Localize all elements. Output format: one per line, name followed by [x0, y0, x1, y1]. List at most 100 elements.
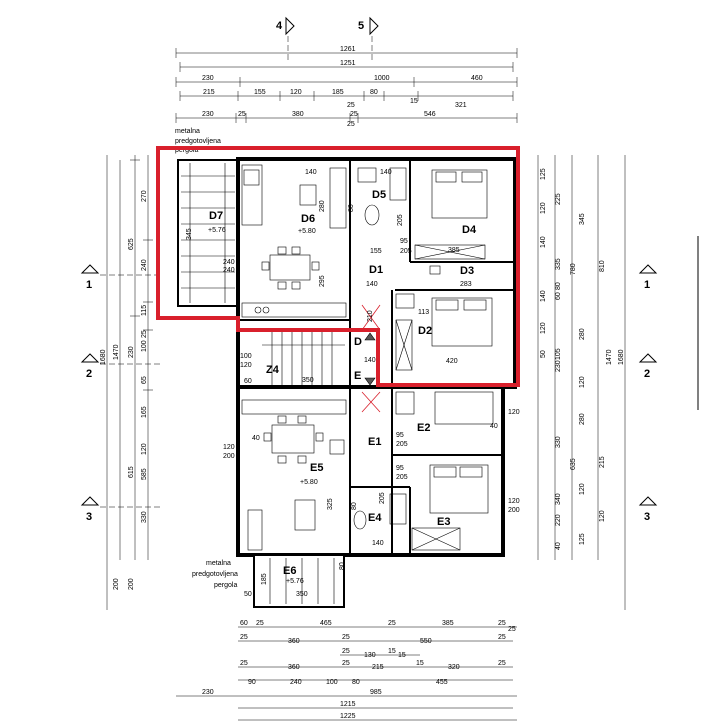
svg-text:95: 95: [396, 465, 404, 472]
svg-text:115: 115: [141, 305, 148, 316]
svg-text:205: 205: [379, 492, 386, 504]
axis-marker-right-2: 2: [638, 353, 658, 380]
svg-text:50: 50: [244, 591, 252, 598]
svg-text:215: 215: [599, 456, 606, 468]
svg-text:120: 120: [540, 322, 547, 334]
svg-text:3: 3: [86, 511, 92, 523]
svg-text:280: 280: [579, 328, 586, 340]
svg-text:125: 125: [579, 533, 586, 545]
svg-text:325: 325: [327, 498, 334, 510]
svg-text:455: 455: [436, 679, 448, 686]
svg-text:1470: 1470: [113, 344, 120, 360]
svg-text:25: 25: [141, 330, 148, 338]
svg-text:270: 270: [141, 190, 148, 202]
svg-text:1680: 1680: [618, 349, 625, 365]
svg-text:1251: 1251: [340, 60, 356, 67]
axis-marker-right-1: 1: [638, 264, 658, 291]
left-dimension-chains: 1680 1470 270 625 240 115 25 100 230 65 …: [100, 155, 153, 610]
svg-text:240: 240: [223, 259, 235, 266]
svg-text:120: 120: [141, 443, 148, 455]
right-dimension-chains: 1680 1470 125 225 345 120 140 335 780 81…: [537, 155, 626, 610]
svg-text:60: 60: [555, 292, 562, 300]
svg-text:200: 200: [508, 507, 520, 514]
svg-text:65: 65: [141, 376, 148, 384]
svg-text:25: 25: [256, 620, 264, 627]
svg-text:25: 25: [347, 121, 355, 128]
level-e5: +5.80: [300, 479, 318, 486]
svg-text:215: 215: [372, 664, 384, 671]
pergola-note-top: metalna predgotovljena pergola: [175, 128, 221, 154]
axis-marker-left-3: 3: [80, 496, 160, 523]
svg-text:215: 215: [203, 89, 215, 96]
svg-text:15: 15: [398, 652, 406, 659]
svg-text:2: 2: [86, 368, 92, 380]
room-label-d1: D1: [369, 264, 383, 276]
svg-text:60: 60: [240, 620, 248, 627]
svg-text:360: 360: [288, 664, 300, 671]
svg-text:185: 185: [332, 89, 344, 96]
svg-text:295: 295: [319, 275, 326, 287]
svg-text:120: 120: [290, 89, 302, 96]
svg-text:230: 230: [202, 689, 214, 696]
svg-text:40: 40: [252, 435, 260, 442]
svg-text:80: 80: [370, 89, 378, 96]
room-label-d4: D4: [462, 224, 477, 236]
svg-text:120: 120: [508, 409, 520, 416]
inner-dimensions: 140 280 295 345 240 240 140 80 205 155 9…: [186, 169, 520, 598]
svg-text:205: 205: [396, 441, 408, 448]
svg-text:230: 230: [555, 360, 562, 372]
svg-text:155: 155: [254, 89, 266, 96]
svg-text:321: 321: [455, 102, 467, 109]
svg-text:465: 465: [320, 620, 332, 627]
svg-text:113: 113: [418, 309, 429, 316]
room-label-d6: D6: [301, 213, 315, 225]
furniture: [241, 164, 494, 551]
svg-text:15: 15: [416, 660, 424, 667]
svg-text:100: 100: [141, 340, 148, 352]
bottom-dimension-chains: 60 25 465 25 385 25 25 25 360 25 550 25 …: [176, 620, 517, 721]
pergola-note-bottom: metalna predgotovljena pergola: [192, 560, 238, 589]
room-label-e4: E4: [368, 512, 382, 524]
level-e6: +5.76: [286, 578, 304, 585]
svg-text:5: 5: [358, 20, 364, 32]
svg-text:185: 185: [261, 573, 268, 585]
svg-text:120: 120: [240, 362, 252, 369]
svg-text:120: 120: [540, 202, 547, 214]
svg-text:625: 625: [128, 238, 135, 250]
svg-text:1470: 1470: [606, 349, 613, 365]
svg-text:230: 230: [202, 75, 214, 82]
svg-text:460: 460: [471, 75, 483, 82]
room-label-e3: E3: [437, 516, 450, 528]
svg-text:280: 280: [579, 413, 586, 425]
svg-text:40: 40: [555, 542, 562, 550]
axis-marker-left-2: 2: [80, 353, 160, 380]
svg-text:120: 120: [508, 498, 520, 505]
svg-text:1261: 1261: [340, 46, 356, 53]
svg-text:220: 220: [555, 514, 562, 526]
level-d6: +5.80: [298, 228, 316, 235]
svg-text:1215: 1215: [340, 701, 356, 708]
top-dimension-chains: 1261 1251 230 1000 460 215 155 120 185 8…: [175, 46, 518, 128]
svg-text:350: 350: [296, 591, 308, 598]
svg-text:205: 205: [400, 248, 412, 255]
svg-text:230: 230: [202, 111, 214, 118]
svg-text:240: 240: [290, 679, 302, 686]
svg-text:140: 140: [366, 281, 378, 288]
svg-text:140: 140: [372, 540, 384, 547]
svg-text:615: 615: [128, 466, 135, 478]
svg-text:25: 25: [240, 634, 248, 641]
svg-text:25: 25: [240, 660, 248, 667]
svg-text:80: 80: [352, 679, 360, 686]
room-label-e2: E2: [417, 422, 430, 434]
svg-text:1680: 1680: [100, 349, 107, 365]
svg-text:546: 546: [424, 111, 436, 118]
svg-text:200: 200: [113, 578, 120, 590]
svg-text:2: 2: [644, 368, 650, 380]
room-label-e6: E6: [283, 565, 296, 577]
svg-text:125: 125: [540, 168, 547, 180]
svg-text:210: 210: [367, 310, 374, 322]
svg-text:585: 585: [141, 468, 148, 480]
svg-text:80: 80: [339, 562, 346, 570]
svg-text:385: 385: [448, 247, 460, 254]
